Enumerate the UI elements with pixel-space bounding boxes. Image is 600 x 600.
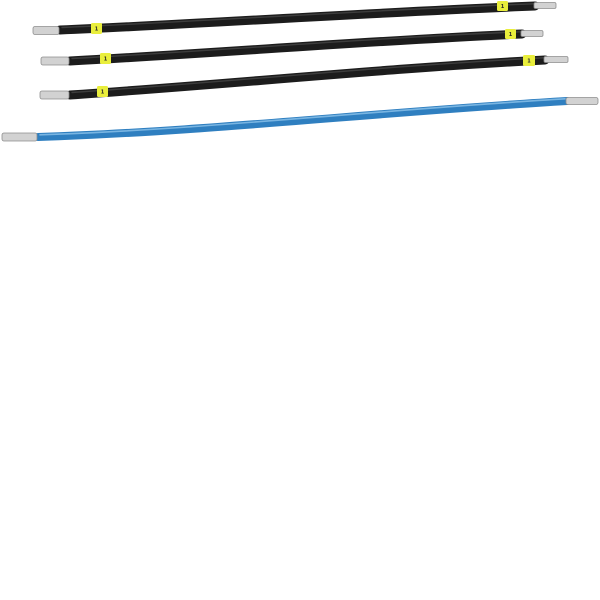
ferrule-left	[1, 132, 38, 142]
ferrule-left	[40, 56, 70, 66]
insulation-highlight	[39, 98, 566, 136]
marker-label: 1	[509, 32, 513, 38]
black-wire-2: 1 1	[40, 29, 544, 66]
insulation-highlight	[61, 3, 534, 29]
ferrule-left	[39, 90, 70, 100]
marker-sleeve	[97, 86, 108, 97]
ferrule-left	[32, 26, 60, 35]
ferrule-right	[520, 30, 544, 37]
insulation-body	[65, 55, 550, 100]
ferrule-right	[565, 97, 599, 105]
insulation-body	[34, 97, 571, 141]
marker-label: 1	[501, 4, 505, 10]
marker-label: 1	[527, 59, 531, 65]
blue-wire	[1, 97, 599, 142]
marker-sleeve	[497, 1, 508, 11]
insulation-highlight	[71, 57, 544, 94]
ferrule-right	[533, 2, 557, 9]
marker-sleeve	[523, 55, 535, 66]
insulation-body	[55, 1, 540, 35]
marker-sleeve	[505, 29, 516, 39]
marker-label: 1	[104, 57, 108, 63]
black-wire-1: 1 1	[32, 1, 557, 35]
marker-sleeve	[100, 53, 111, 64]
ferrule-right	[543, 56, 569, 63]
marker-label: 1	[101, 90, 105, 96]
insulation-highlight	[71, 31, 521, 60]
marker-sleeve	[91, 23, 102, 34]
black-wire-3: 1 1	[39, 55, 569, 100]
marker-label: 1	[95, 27, 99, 33]
insulation-body	[65, 29, 527, 66]
